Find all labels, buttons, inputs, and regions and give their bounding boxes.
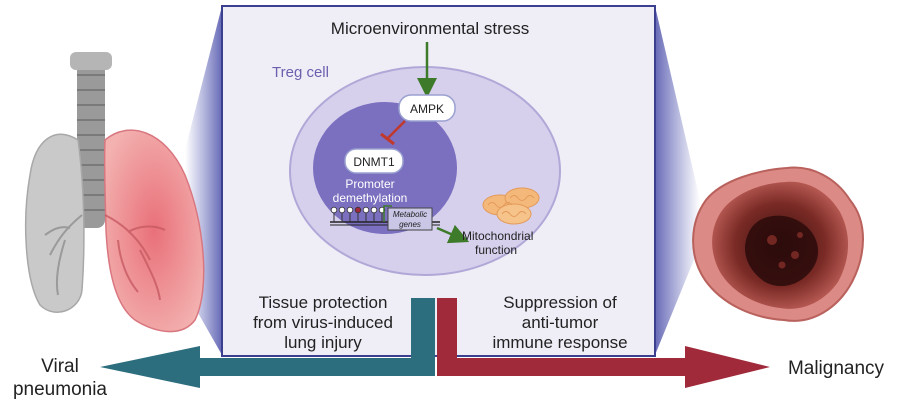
lungs-icon <box>24 52 205 333</box>
dnmt1-box <box>344 148 404 174</box>
right-outcome-3: immune response <box>492 333 627 352</box>
tumor-icon <box>692 166 864 322</box>
right-projection <box>655 6 700 355</box>
dnmt1-label: DNMT1 <box>353 155 395 169</box>
left-outcome-2: from virus-induced <box>253 313 393 332</box>
metabolic-genes-1: Metabolic <box>393 210 427 219</box>
inhibition-line <box>387 120 406 139</box>
right-outcome-2: anti-tumor <box>522 313 599 332</box>
viral-label-2: pneumonia <box>13 379 107 400</box>
inhibition-bar <box>380 132 395 146</box>
mito-arrow <box>436 224 470 244</box>
left-arrow <box>100 346 435 388</box>
malignancy-label: Malignancy <box>788 358 885 379</box>
left-outcome-1: Tissue protection <box>259 293 388 312</box>
promoter-text-1: Promoter <box>345 177 394 191</box>
metabolic-genes-box <box>387 207 433 231</box>
ampk-label: AMPK <box>410 102 444 116</box>
dna-strand <box>330 205 440 226</box>
cell-label: Treg cell <box>272 64 329 81</box>
right-outcome-1: Suppression of <box>503 293 617 312</box>
viral-label-1: Viral <box>41 356 79 377</box>
mito-function-1: Mitochondrial <box>462 229 533 243</box>
title-text: Microenvironmental stress <box>331 19 529 38</box>
mito-function-2: function <box>475 243 517 257</box>
ampk-box <box>398 94 456 122</box>
right-stem <box>437 298 457 358</box>
promoter-text-2: demethylation <box>333 191 408 205</box>
left-stem <box>411 298 435 358</box>
mitochondria-icon <box>482 187 540 225</box>
right-arrow <box>437 346 770 388</box>
left-outcome-3: lung injury <box>284 333 362 352</box>
metabolic-genes-2: genes <box>399 220 421 229</box>
